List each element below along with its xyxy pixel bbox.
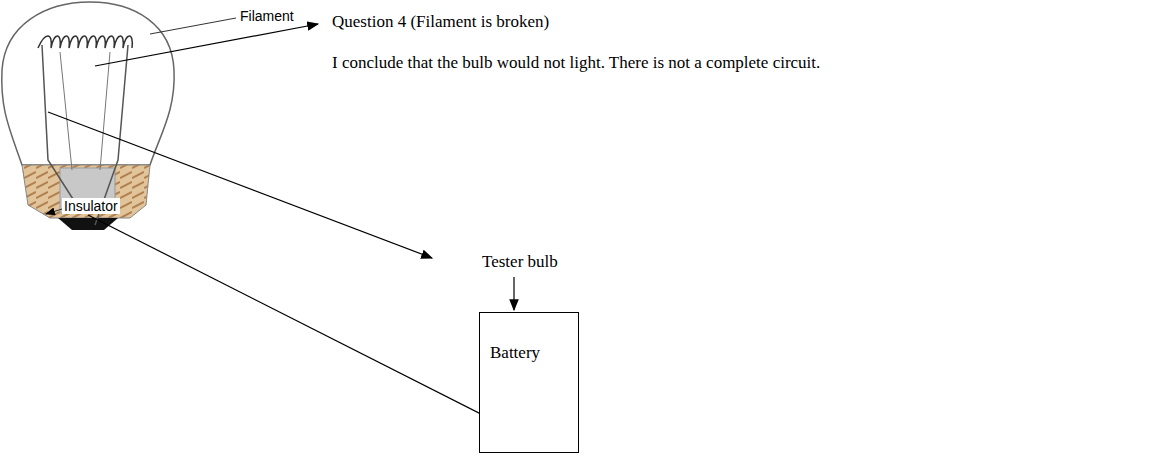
question-heading: Question 4 (Filament is broken) <box>332 12 549 32</box>
battery-box: Battery <box>479 312 579 453</box>
filament-coil <box>38 36 132 48</box>
part-label: Filament <box>238 8 296 24</box>
node-text: Battery <box>490 343 578 363</box>
answer-text: I conclude that the bulb would not light… <box>332 50 1132 76</box>
component-label: Tester bulb <box>482 252 558 272</box>
part-label: Insulator <box>62 198 120 214</box>
